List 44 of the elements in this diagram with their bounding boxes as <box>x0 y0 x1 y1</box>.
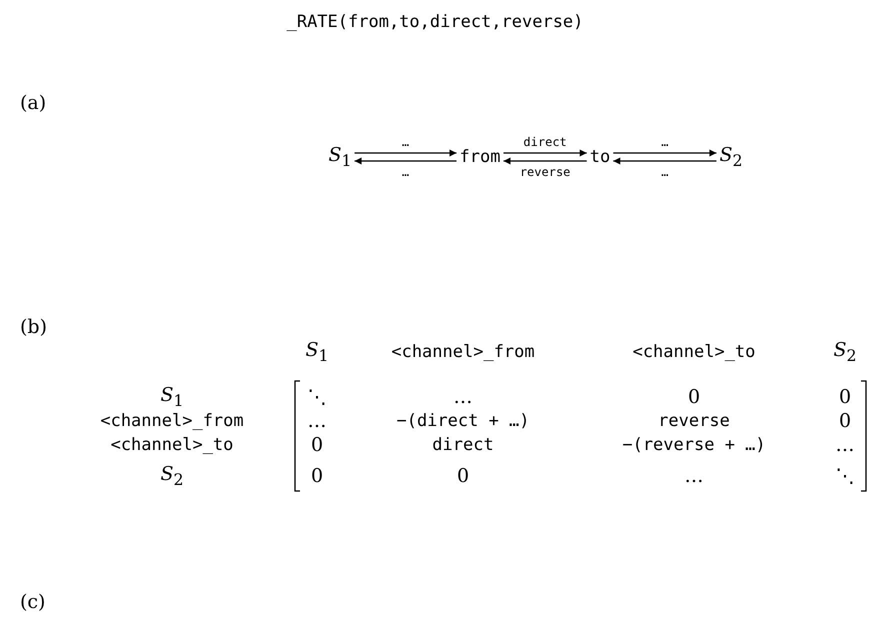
edge-label: … <box>661 165 668 179</box>
state-label: to <box>590 147 610 167</box>
edge-label: reverse <box>520 165 570 179</box>
edge-label: … <box>661 135 668 149</box>
harpoon-arrow <box>613 150 716 156</box>
state-label: from <box>460 147 500 167</box>
matrix-entry: ⋱ <box>836 464 854 488</box>
column-header: <channel>_from <box>391 342 535 362</box>
column-header: S$_{1}$ <box>305 339 329 365</box>
matrix-entry: … <box>308 410 326 432</box>
edge-label: direct <box>523 135 567 149</box>
matrix-entry: direct <box>432 435 494 455</box>
matrix-entry: 0 <box>838 410 852 432</box>
matrix-entry: 0 <box>456 465 470 487</box>
matrix-entry: −(reverse + …) <box>622 435 766 455</box>
panel-label: (a) <box>20 92 46 114</box>
code-text: _RATE(from,to,direct,reverse) <box>286 12 584 32</box>
matrix-entry: 0 <box>310 434 324 456</box>
row-label: S$_{1}$ <box>160 384 184 410</box>
edge-label: … <box>402 165 410 179</box>
row-label: <channel>_from <box>100 411 244 431</box>
row-label: <channel>_to <box>110 435 234 455</box>
row-label: S$_{2}$ <box>160 463 184 489</box>
matrix-entry: 0 <box>838 386 852 408</box>
state-label: S$_{2}$ <box>719 144 743 170</box>
harpoon-arrow <box>354 150 457 156</box>
matrix-entry: … <box>684 465 704 487</box>
harpoon-arrow <box>503 158 587 164</box>
column-header: S$_{2}$ <box>833 339 857 365</box>
panel-label: (b) <box>20 316 47 338</box>
matrix-entry: 0 <box>688 386 700 408</box>
harpoon-arrow <box>503 150 587 156</box>
matrix-entry: ⋱ <box>308 386 326 408</box>
harpoon-arrow <box>354 158 457 164</box>
matrix-entry: −(direct + …) <box>396 411 530 431</box>
matrix-entry: … <box>836 434 854 456</box>
panel-label: (c) <box>20 591 46 613</box>
column-header: <channel>_to <box>632 342 756 362</box>
matrix-entry: 0 <box>310 465 324 487</box>
matrix-entry: reverse <box>658 411 730 431</box>
matrix-entry: … <box>454 386 472 408</box>
state-label: S$_{1}$ <box>328 144 352 170</box>
edge-label: … <box>402 135 410 149</box>
harpoon-arrow <box>613 158 716 164</box>
